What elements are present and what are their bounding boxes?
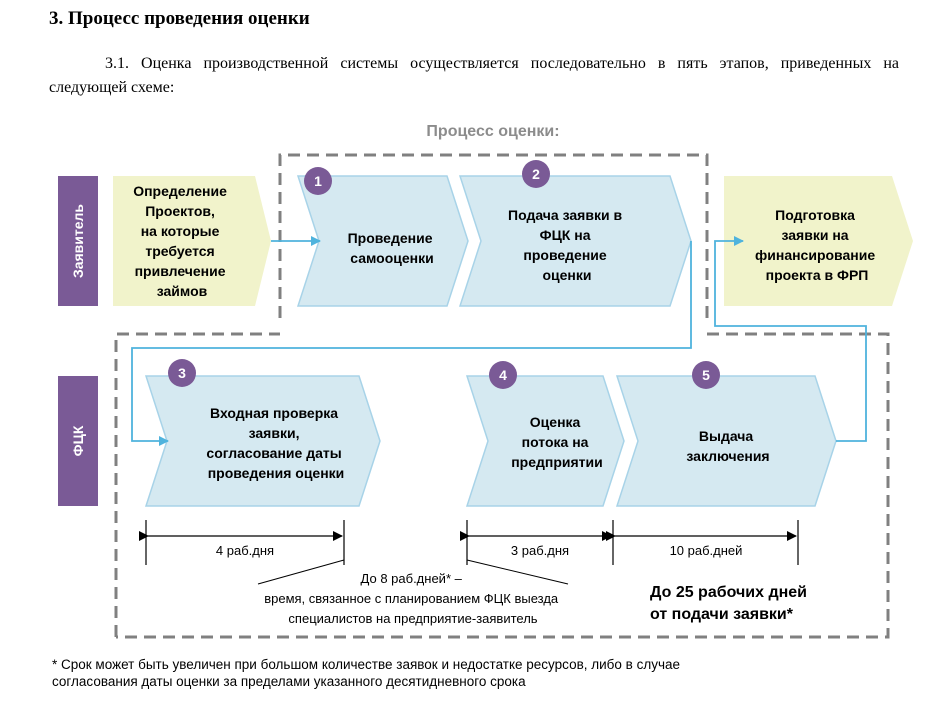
step-5-text: Выдача заключения	[686, 428, 769, 464]
step-4-number: 4	[499, 367, 507, 383]
role-label-fck: ФЦК	[70, 425, 86, 456]
duration-2-label: 3 раб.дня	[511, 543, 569, 558]
step-3-text: Входная проверка заявки, согласование да…	[206, 405, 345, 481]
step-5-chevron	[615, 375, 837, 507]
step-4-badge	[489, 361, 517, 389]
section-heading: 3. Процесс проведения оценки	[49, 8, 310, 29]
step-4-chevron	[465, 375, 625, 507]
footnote: * Срок может быть увеличен при большом к…	[52, 656, 912, 690]
note-pointer-left	[257, 559, 345, 585]
role-tab-applicant	[58, 176, 98, 306]
duration-1-label: 4 раб.дня	[216, 543, 274, 558]
step-2-badge	[522, 160, 550, 188]
step-5-badge	[692, 361, 720, 389]
step-2-number: 2	[532, 166, 540, 182]
pre-step-shape	[113, 176, 271, 306]
role-label-applicant: Заявитель	[70, 204, 86, 278]
step-1-number: 1	[314, 173, 322, 189]
footnote-line-1: * Срок может быть увеличен при большом к…	[52, 657, 681, 672]
planning-note: До 8 раб.дней* – время, связанное с план…	[264, 571, 562, 626]
role-tab-fck	[58, 376, 98, 506]
footnote-line-2: согласования даты оценки за пределами ук…	[52, 674, 526, 689]
total-duration: До 25 рабочих дней от подачи заявки*	[650, 584, 811, 623]
step-5-number: 5	[702, 367, 710, 383]
note-pointer-right	[466, 559, 569, 585]
step-3-badge	[168, 359, 196, 387]
flow-arrow-5-to-post	[714, 236, 867, 442]
step-3-chevron	[144, 375, 381, 507]
flow-arrow-2-to-3	[131, 241, 692, 446]
intro-paragraph: 3.1. Оценка производственной системы осу…	[49, 55, 899, 96]
step-4-text: Оценка потока на предприятии	[511, 414, 603, 470]
diagram-title: Процесс оценки:	[426, 123, 559, 140]
post-step-shape	[724, 176, 913, 306]
fck-dashed-border	[114, 332, 890, 639]
post-step-text: Подготовка заявки на финансирование прое…	[755, 207, 879, 283]
step-3-number: 3	[178, 365, 186, 381]
step-1-badge	[304, 167, 332, 195]
applicant-dashed-border	[278, 153, 709, 318]
step-1-text: Проведение самооценки	[348, 230, 437, 266]
duration-3-label: 10 раб.дней	[670, 543, 743, 558]
step-2-text: Подача заявки в ФЦК на проведение оценки	[508, 207, 626, 283]
step-2-chevron	[458, 175, 692, 307]
pre-step-text: Определение Проектов, на которые требует…	[133, 183, 231, 299]
